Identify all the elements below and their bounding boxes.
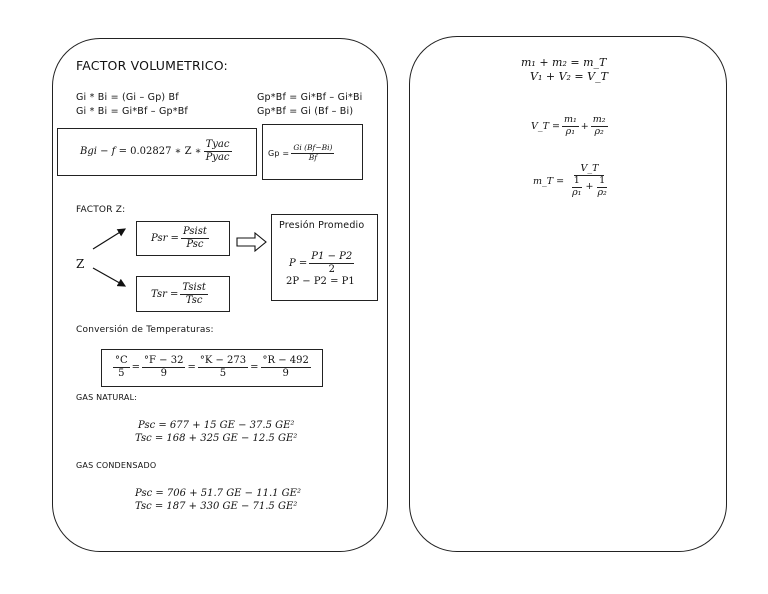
gp-numerator: Gi (Bf−Bi) (291, 142, 335, 154)
gp-fraction: Gi (Bf−Bi) Bf (291, 142, 335, 162)
presion-formula: P = P1 − P2 2 (289, 247, 356, 279)
hollow-arrow-icon (236, 231, 267, 253)
arrow-to-tsr (92, 267, 127, 287)
conv-fahrenheit-num: °F − 32 (142, 355, 186, 368)
conversion-title: Conversión de Temperaturas: (76, 325, 214, 335)
conv-celsius-den: 5 (118, 367, 125, 379)
vt-fraction-2: m₂ ρ₂ (590, 113, 608, 138)
vt-plus: + (580, 120, 589, 132)
bgi-fraction: Tyac Pyac (203, 139, 232, 163)
gas-natural-title: GAS NATURAL: (76, 393, 138, 402)
vt-n2: m₂ (590, 113, 608, 127)
mt-denominator: 1 ρ₁ + 1 ρ₂ (566, 174, 613, 199)
gp-lhs: Gp = (268, 148, 290, 158)
volume-sum-equation: V₁ + V₂ = V_T (530, 70, 608, 83)
mt-numerator: V_T (574, 163, 605, 176)
p-equation-2: 2P − P2 = P1 (286, 276, 355, 287)
conv-celsius: °C 5 (113, 355, 130, 379)
vt-n1: m₁ (561, 113, 579, 127)
gp-formula: Gp = Gi (Bf−Bi) Bf (268, 137, 336, 169)
gas-natural-tsc: Tsc = 168 + 325 GE − 12.5 GE² (135, 433, 298, 444)
bg-equation-4: Gp*Bf = Gi (Bf – Bi) (257, 106, 354, 117)
conv-rankine-den: 9 (282, 367, 289, 379)
bgi-lhs: Bgi − f = (80, 145, 127, 157)
tsr-denominator: Tsc (185, 294, 203, 306)
p-fraction: P1 − P2 2 (309, 251, 355, 275)
bgi-const: 0.02827 ∗ Z ∗ (130, 145, 202, 157)
mass-sum-equation: m₁ + m₂ = m_T (521, 56, 607, 69)
gas-condensado-title: GAS CONDENSADO (76, 461, 157, 470)
bgi-numerator: Tyac (203, 139, 232, 152)
mt-den-fraction-1: 1 ρ₁ (570, 174, 583, 199)
vt-fraction-1: m₁ ρ₁ (561, 113, 579, 138)
gp-denominator: Bf (308, 152, 318, 162)
presion-promedio-box (271, 214, 378, 301)
right-formula-card (409, 36, 727, 552)
bg-equation-2: Gi * Bi = Gi*Bf – Gp*Bf (76, 106, 188, 117)
gas-condensado-psc: Psc = 706 + 51.7 GE − 11.1 GE² (135, 488, 301, 499)
bg-equation-3: Gp*Bf = Gi*Bf – Gi*Bi (257, 92, 363, 103)
conv-fahrenheit-den: 9 (160, 367, 167, 379)
psr-lhs: Psr = (151, 232, 179, 244)
bg-equation-1: Gi * Bi = (Gi – Gp) Bf (76, 92, 179, 103)
gas-condensado-tsc: Tsc = 187 + 330 GE − 71.5 GE² (135, 501, 298, 512)
mt-lhs: m_T = (533, 175, 565, 187)
bgi-formula: Bgi − f = 0.02827 ∗ Z ∗ Tyac Pyac (80, 134, 234, 168)
factor-z-title: FACTOR Z: (76, 205, 126, 215)
arrow-to-psr (92, 228, 127, 250)
psr-box (136, 221, 230, 256)
mt-d1n: 1 (571, 174, 582, 188)
gas-natural-psc: Psc = 677 + 15 GE − 37.5 GE² (138, 420, 295, 431)
bgi-formula-box (57, 128, 257, 176)
tsr-formula: Tsr = Tsist Tsc (151, 278, 210, 310)
conv-celsius-num: °C (113, 355, 130, 368)
vt-lhs: V_T = (531, 120, 560, 132)
p-lhs: P = (289, 257, 308, 269)
mt-den-fraction-2: 1 ρ₂ (595, 174, 608, 199)
vt-d2: ρ₂ (594, 125, 604, 137)
psr-numerator: Psist (180, 226, 209, 239)
mt-d1d: ρ₁ (572, 186, 582, 198)
mt-plus: + (585, 180, 594, 192)
p-denominator: 2 (328, 263, 335, 275)
conv-kelvin-den: 5 (219, 367, 227, 379)
presion-promedio-title: Presión Promedio (279, 220, 365, 231)
mt-d2n: 1 (597, 174, 608, 188)
mt-formula: m_T = V_T 1 ρ₁ + 1 ρ₂ (533, 163, 615, 199)
tsr-fraction: Tsist Tsc (180, 282, 208, 306)
conv-rankine-num: °R − 492 (260, 355, 311, 368)
tsr-lhs: Tsr = (151, 288, 179, 300)
conversion-formula: °C 5 = °F − 32 9 = °K − 273 5 = °R − 492… (113, 355, 311, 379)
factor-volumetrico-title: FACTOR VOLUMETRICO: (76, 58, 228, 73)
tsr-numerator: Tsist (180, 282, 208, 295)
vt-formula: V_T = m₁ ρ₁ + m₂ ρ₂ (531, 110, 610, 142)
psr-fraction: Psist Psc (180, 226, 209, 250)
conv-fahrenheit: °F − 32 9 (142, 355, 186, 379)
conv-kelvin-num: °K − 273 (197, 355, 249, 368)
z-label: Z (76, 257, 85, 271)
conv-kelvin: °K − 273 5 (197, 355, 249, 379)
conv-rankine: °R − 492 9 (260, 355, 311, 379)
p-numerator: P1 − P2 (309, 251, 355, 264)
psr-denominator: Psc (186, 238, 204, 250)
psr-formula: Psr = Psist Psc (151, 222, 211, 254)
vt-d1: ρ₁ (565, 125, 576, 137)
gp-formula-box (262, 124, 363, 180)
mt-fraction: V_T 1 ρ₁ + 1 ρ₂ (566, 163, 613, 199)
left-formula-card (52, 38, 388, 552)
bgi-denominator: Pyac (205, 151, 230, 163)
mt-d2d: ρ₂ (597, 186, 607, 198)
conversion-box (101, 349, 323, 387)
tsr-box (136, 276, 230, 312)
